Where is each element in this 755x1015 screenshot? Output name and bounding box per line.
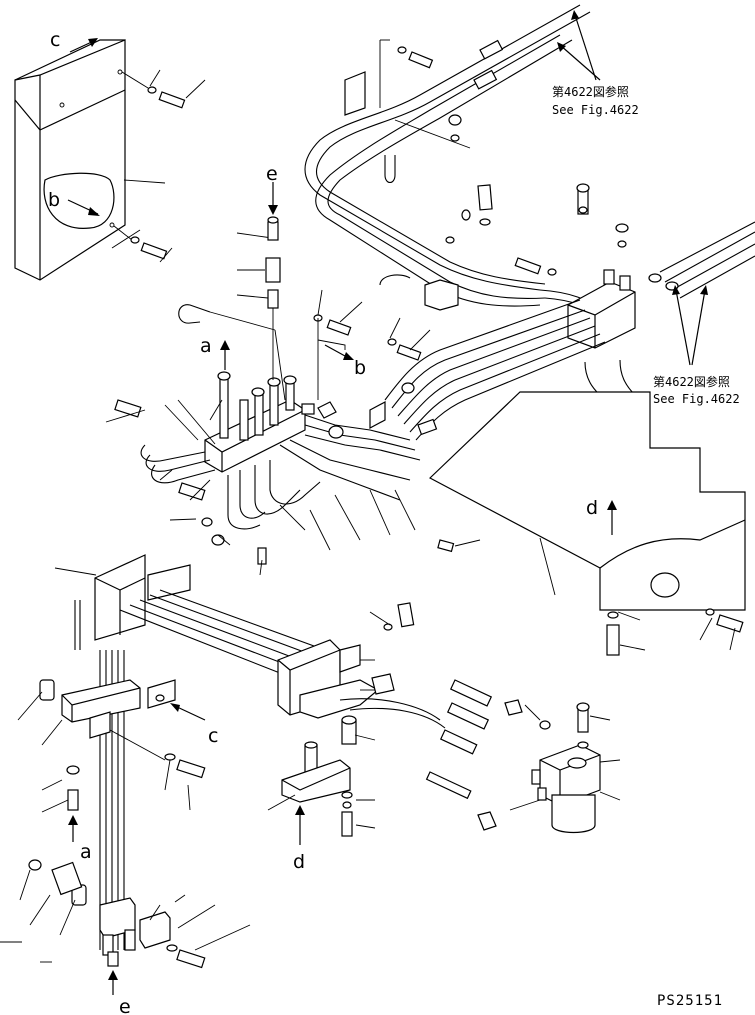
center-clamps bbox=[379, 183, 629, 311]
upper-pipe-runs bbox=[304, 4, 603, 319]
reference-note-right-jp: 第4622図参照 bbox=[653, 374, 730, 389]
callout-d-lower: d bbox=[293, 851, 305, 873]
floor-plate bbox=[428, 391, 746, 611]
callout-a-top: a bbox=[200, 335, 212, 357]
reference-note-top-jp: 第4622図参照 bbox=[552, 84, 629, 99]
cover-panel bbox=[14, 39, 126, 281]
u-bolt bbox=[178, 304, 286, 401]
callout-arrows bbox=[67, 10, 708, 995]
left-vertical-bundle bbox=[28, 600, 206, 969]
callout-c-lower: c bbox=[208, 725, 218, 747]
callout-b-left: b bbox=[48, 189, 60, 211]
fitting-stack-e-top bbox=[265, 216, 281, 380]
right-lower-bolts bbox=[606, 608, 744, 656]
filter-assembly bbox=[509, 702, 621, 834]
upper-bracket bbox=[344, 39, 471, 184]
center-manifold-cluster bbox=[114, 371, 455, 565]
lower-crossmember bbox=[94, 554, 395, 803]
callout-d-right: d bbox=[586, 497, 598, 519]
callout-e-lower: e bbox=[119, 996, 131, 1015]
callout-c-top: c bbox=[50, 29, 60, 51]
right-manifold bbox=[567, 221, 755, 406]
diagram-code: PS25151 bbox=[657, 993, 723, 1009]
lower-hoses bbox=[339, 679, 551, 831]
reference-note-top-en: See Fig.4622 bbox=[552, 103, 639, 117]
left-leaders bbox=[0, 567, 251, 963]
center-leaders bbox=[105, 232, 481, 576]
callout-e-top: e bbox=[266, 163, 278, 185]
mid-pipe-runs bbox=[384, 299, 606, 441]
callout-b-center: b bbox=[354, 357, 366, 379]
crossmember-bolts bbox=[267, 602, 415, 837]
mid-bolts bbox=[313, 289, 431, 400]
callout-a-lower: a bbox=[80, 841, 92, 863]
reference-note-right-en: See Fig.4622 bbox=[653, 392, 740, 406]
cover-bolts bbox=[111, 69, 206, 263]
